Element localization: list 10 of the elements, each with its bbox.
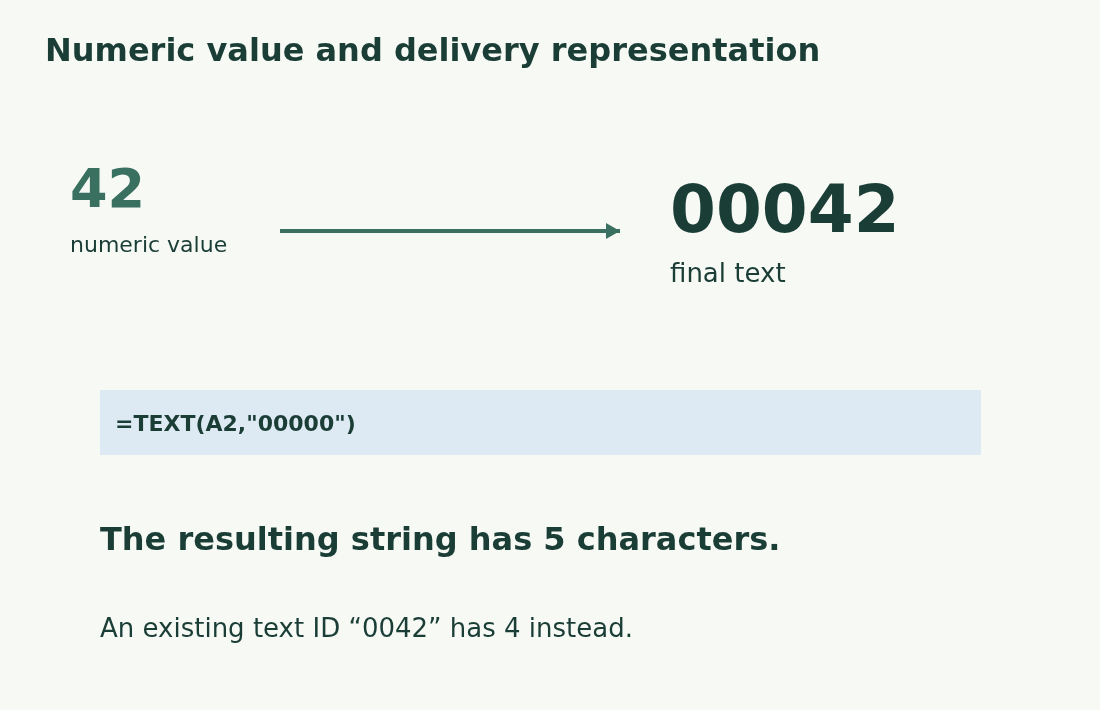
formula-panel xyxy=(100,390,981,455)
value-number: 42 xyxy=(70,162,146,216)
value-caption: final text xyxy=(670,260,786,286)
diagram-title: Numeric value and delivery representation xyxy=(45,34,821,66)
value-caption: numeric value xyxy=(70,234,228,256)
result-statement: The resulting string has 5 characters. xyxy=(100,523,781,555)
formula-text: =TEXT(A2,"00000") xyxy=(115,413,356,435)
value-number: 00042 xyxy=(670,177,900,243)
arrow xyxy=(280,223,620,239)
note-text: An existing text ID “0042” has 4 instead. xyxy=(100,615,633,641)
